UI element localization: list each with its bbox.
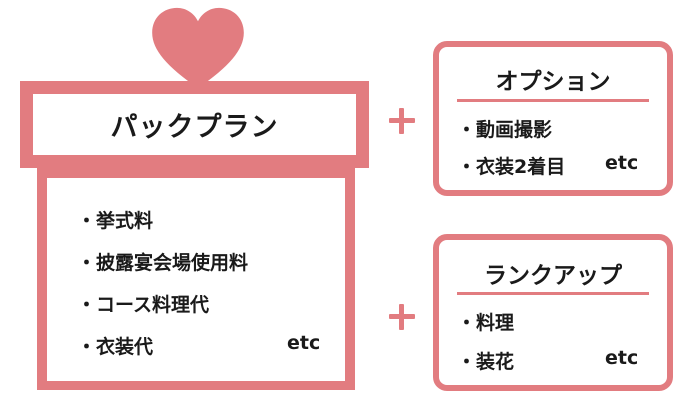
rankup-divider	[457, 292, 649, 295]
plus-icon	[389, 304, 415, 330]
pack-item-course-meal: ・コース料理代	[77, 294, 210, 316]
option-title: オプション	[495, 69, 611, 95]
rankup-etc: etc	[605, 347, 639, 369]
option-etc: etc	[605, 152, 639, 174]
pack-item-ceremony-fee: ・挙式料	[77, 210, 154, 232]
option-item-second-costume: ・衣装2着目	[457, 156, 566, 178]
rankup-item-cuisine: ・料理	[457, 312, 515, 334]
pack-item-venue-fee: ・披露宴会場使用料	[77, 252, 249, 274]
heart-icon	[152, 7, 244, 89]
option-item-video: ・動画撮影	[457, 119, 553, 141]
plus-icon	[389, 108, 415, 134]
rankup-title: ランクアップ	[484, 263, 622, 289]
option-card: オプション ・動画撮影 ・衣装2着目 etc	[433, 41, 673, 196]
pack-plan-list: ・挙式料 ・披露宴会場使用料 ・コース料理代 ・衣装代 etc	[47, 178, 345, 381]
pack-item-costume: ・衣装代	[77, 336, 154, 358]
gift-box-lid: パックプラン	[20, 81, 369, 168]
pack-plan-title: パックプラン	[110, 112, 279, 143]
pack-etc: etc	[287, 332, 321, 354]
option-divider	[457, 99, 649, 102]
lid-label-area: パックプラン	[33, 94, 356, 155]
rankup-card: ランクアップ ・料理 ・装花 etc	[433, 234, 673, 391]
gift-box-body: ・挙式料 ・披露宴会場使用料 ・コース料理代 ・衣装代 etc	[37, 168, 355, 390]
rankup-item-flowers: ・装花	[457, 351, 515, 373]
